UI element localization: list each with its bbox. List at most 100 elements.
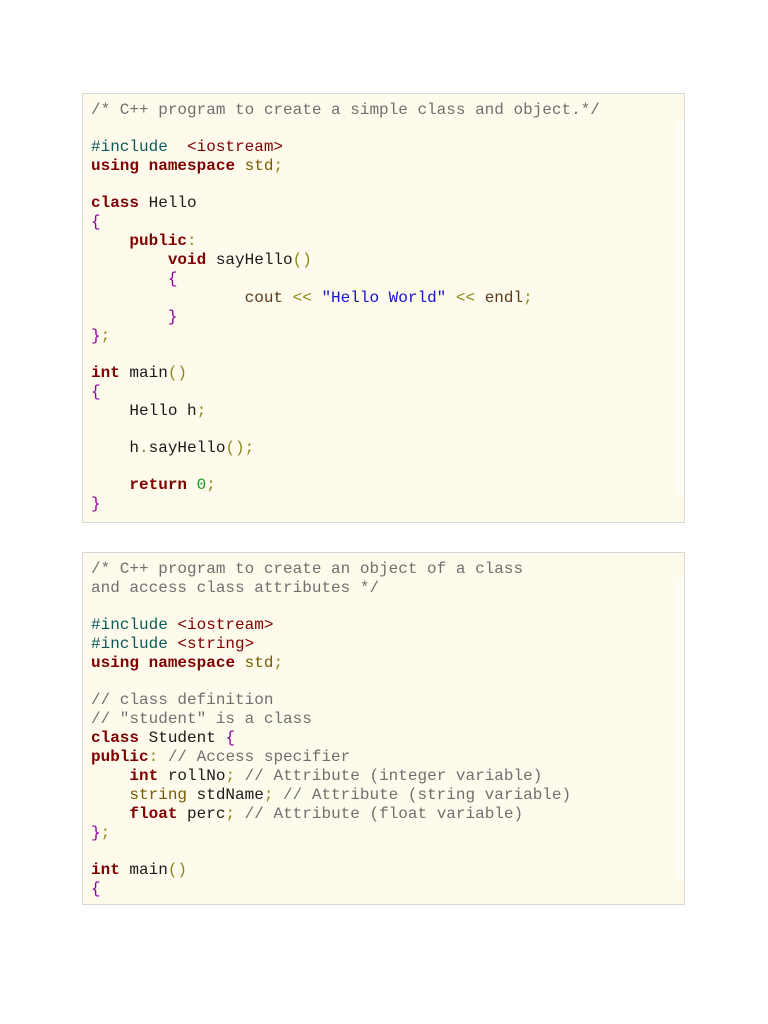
code-listing: /* C++ program to create a simple class …: [91, 101, 676, 514]
blank-line: [91, 458, 676, 476]
code-token: {: [91, 880, 101, 898]
code-token: [91, 289, 245, 307]
code-token: }: [91, 327, 101, 345]
code-line: int main(): [91, 861, 676, 880]
code-token: :: [187, 232, 197, 250]
code-token: <iostream>: [187, 138, 284, 156]
code-line: and access class attributes */: [91, 579, 676, 598]
code-token: std: [244, 157, 274, 175]
code-token: /* C++ program to create a simple class …: [91, 101, 600, 119]
code-token: }: [91, 495, 101, 513]
code-token: [475, 289, 485, 307]
code-token: [235, 654, 245, 672]
code-token: ;: [263, 786, 274, 804]
code-line: };: [91, 824, 676, 843]
code-token: ();: [225, 439, 255, 457]
code-token: [91, 251, 168, 269]
code-token: (): [292, 251, 312, 269]
blank-line: [91, 843, 676, 861]
code-token: std: [244, 654, 274, 672]
code-line: int rollNo; // Attribute (integer variab…: [91, 767, 676, 786]
code-line: cout << "Hello World" << endl;: [91, 289, 676, 308]
code-token: .: [139, 439, 149, 457]
code-token: return: [129, 476, 188, 494]
code-token: sayHello: [148, 439, 226, 457]
code-token: [187, 476, 197, 494]
code-token: namespace: [148, 157, 236, 175]
code-line: }: [91, 308, 676, 327]
code-line: float perc; // Attribute (float variable…: [91, 805, 676, 824]
code-token: ;: [523, 289, 533, 307]
code-token: endl: [484, 289, 524, 307]
code-token: class: [91, 194, 140, 212]
code-token: int: [91, 861, 120, 879]
code-token: <iostream>: [177, 616, 274, 634]
code-token: float: [129, 805, 178, 823]
scroll-edge: [676, 580, 684, 877]
code-line: {: [91, 270, 676, 289]
code-line: /* C++ program to create an object of a …: [91, 560, 676, 579]
code-token: {: [91, 213, 101, 231]
code-token: ;: [196, 402, 207, 420]
code-line: string stdName; // Attribute (string var…: [91, 786, 676, 805]
code-token: {: [91, 383, 101, 401]
code-token: public: [129, 232, 188, 250]
code-line: return 0;: [91, 476, 676, 495]
code-token: [168, 138, 187, 156]
code-line: using namespace std;: [91, 157, 676, 176]
code-token: }: [91, 824, 101, 842]
code-token: // class definition: [91, 691, 274, 709]
code-token: [91, 805, 129, 823]
code-token: [91, 767, 129, 785]
code-token: #include: [91, 635, 168, 653]
code-token: (): [167, 364, 188, 382]
code-token: [158, 748, 168, 766]
code-token: ;: [273, 654, 284, 672]
code-token: // Attribute (float variable): [244, 805, 524, 823]
code-line: public: // Access specifier: [91, 748, 676, 767]
code-line: {: [91, 383, 676, 402]
code-token: Student: [139, 729, 226, 747]
code-token: ;: [100, 824, 111, 842]
code-token: [235, 157, 245, 175]
code-token: [139, 157, 149, 175]
blank-line: [91, 598, 676, 616]
code-token: 0: [196, 476, 207, 494]
code-token: using: [91, 157, 140, 175]
code-token: ;: [206, 476, 216, 494]
code-token: <<: [292, 289, 312, 307]
code-token: [273, 786, 283, 804]
code-token: #include: [91, 138, 168, 156]
code-token: void: [167, 251, 207, 269]
code-token: #include: [91, 616, 168, 634]
code-token: }: [167, 308, 178, 326]
code-line: };: [91, 327, 676, 346]
code-token: and access class attributes */: [91, 579, 380, 597]
code-line: void sayHello(): [91, 251, 676, 270]
code-token: // Attribute (string variable): [283, 786, 572, 804]
code-token: [91, 786, 129, 804]
code-token: main: [119, 861, 168, 879]
code-token: [91, 476, 129, 494]
code-token: [312, 289, 322, 307]
blank-line: [91, 673, 676, 691]
code-token: ;: [100, 327, 111, 345]
code-line: #include <iostream>: [91, 616, 676, 635]
code-token: Hello h: [91, 402, 197, 420]
code-token: int: [91, 364, 120, 382]
code-token: Hello: [139, 194, 197, 212]
code-line: class Student {: [91, 729, 676, 748]
code-token: [168, 635, 178, 653]
code-token: (): [167, 861, 188, 879]
code-token: string: [129, 786, 188, 804]
code-token: {: [225, 729, 236, 747]
code-token: stdName: [187, 786, 264, 804]
code-token: public: [91, 748, 149, 766]
code-line: }: [91, 495, 676, 514]
code-line: #include <iostream>: [91, 138, 676, 157]
code-token: rollNo: [158, 767, 226, 785]
code-token: cout: [244, 289, 284, 307]
code-line: // class definition: [91, 691, 676, 710]
code-line: public:: [91, 232, 676, 251]
code-token: :: [148, 748, 159, 766]
